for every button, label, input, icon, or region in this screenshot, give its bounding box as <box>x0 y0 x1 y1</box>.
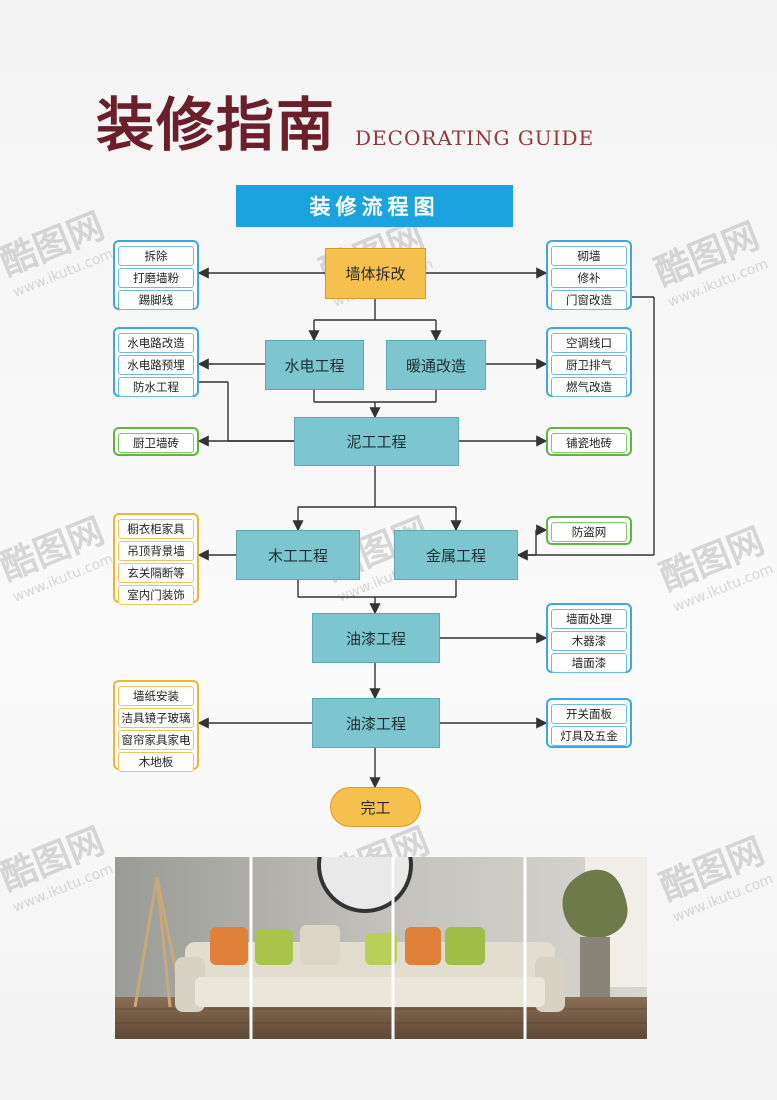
list-item: 洁具镜子玻璃 <box>118 708 194 728</box>
group-woodwork: 橱衣柜家具 吊顶背景墙 玄关隔断等 室内门装饰 <box>113 513 199 605</box>
list-item: 墙面漆 <box>551 653 627 673</box>
list-item: 室内门装饰 <box>118 585 194 605</box>
list-item: 门窗改造 <box>551 290 627 310</box>
group-switches: 开关面板 灯具及五金 <box>546 698 632 748</box>
list-item: 窗帘家具家电 <box>118 730 194 750</box>
list-item: 铺瓷地砖 <box>551 433 627 453</box>
list-item: 木器漆 <box>551 631 627 651</box>
page-title: 装修指南 <box>96 91 337 159</box>
node-wall-demolition: 墙体拆改 <box>325 248 426 299</box>
list-item: 开关面板 <box>551 704 627 724</box>
list-item: 砌墙 <box>551 246 627 266</box>
node-paint-1: 油漆工程 <box>312 613 440 663</box>
group-install: 墙纸安装 洁具镜子玻璃 窗帘家具家电 木地板 <box>113 680 199 772</box>
group-electric: 水电路改造 水电路预埋 防水工程 <box>113 327 199 397</box>
node-paint-2: 油漆工程 <box>312 698 440 748</box>
page-subtitle: DECORATING GUIDE <box>355 126 595 150</box>
list-item: 墙面处理 <box>551 609 627 629</box>
group-paint-items: 墙面处理 木器漆 墙面漆 <box>546 603 632 673</box>
list-item: 橱衣柜家具 <box>118 519 194 539</box>
list-item: 空调线口 <box>551 333 627 353</box>
node-plumbing: 水电工程 <box>265 340 364 390</box>
group-demolish: 拆除 打磨墙粉 踢脚线 <box>113 240 199 310</box>
list-item: 打磨墙粉 <box>118 268 194 288</box>
group-floor-tile: 铺瓷地砖 <box>546 427 632 456</box>
group-security: 防盗网 <box>546 516 632 545</box>
list-item: 水电路预埋 <box>118 355 194 375</box>
living-room-photo <box>115 857 647 1039</box>
group-hvac-items: 空调线口 厨卫排气 燃气改造 <box>546 327 632 397</box>
group-kitchen-tile: 厨卫墙砖 <box>113 427 199 456</box>
list-item: 木地板 <box>118 752 194 772</box>
group-build: 砌墙 修补 门窗改造 <box>546 240 632 310</box>
list-item: 吊顶背景墙 <box>118 541 194 561</box>
list-item: 厨卫墙砖 <box>118 433 194 453</box>
list-item: 厨卫排气 <box>551 355 627 375</box>
list-item: 玄关隔断等 <box>118 563 194 583</box>
node-metal: 金属工程 <box>394 530 518 580</box>
list-item: 防水工程 <box>118 377 194 397</box>
list-item: 灯具及五金 <box>551 726 627 746</box>
list-item: 拆除 <box>118 246 194 266</box>
list-item: 修补 <box>551 268 627 288</box>
flowchart-banner: 装修流程图 <box>236 185 513 227</box>
list-item: 防盗网 <box>551 522 627 542</box>
node-hvac: 暖通改造 <box>386 340 486 390</box>
list-item: 燃气改造 <box>551 377 627 397</box>
list-item: 墙纸安装 <box>118 686 194 706</box>
node-complete: 完工 <box>330 787 421 827</box>
node-carpentry: 木工工程 <box>236 530 360 580</box>
list-item: 水电路改造 <box>118 333 194 353</box>
node-masonry: 泥工工程 <box>294 417 459 466</box>
list-item: 踢脚线 <box>118 290 194 310</box>
